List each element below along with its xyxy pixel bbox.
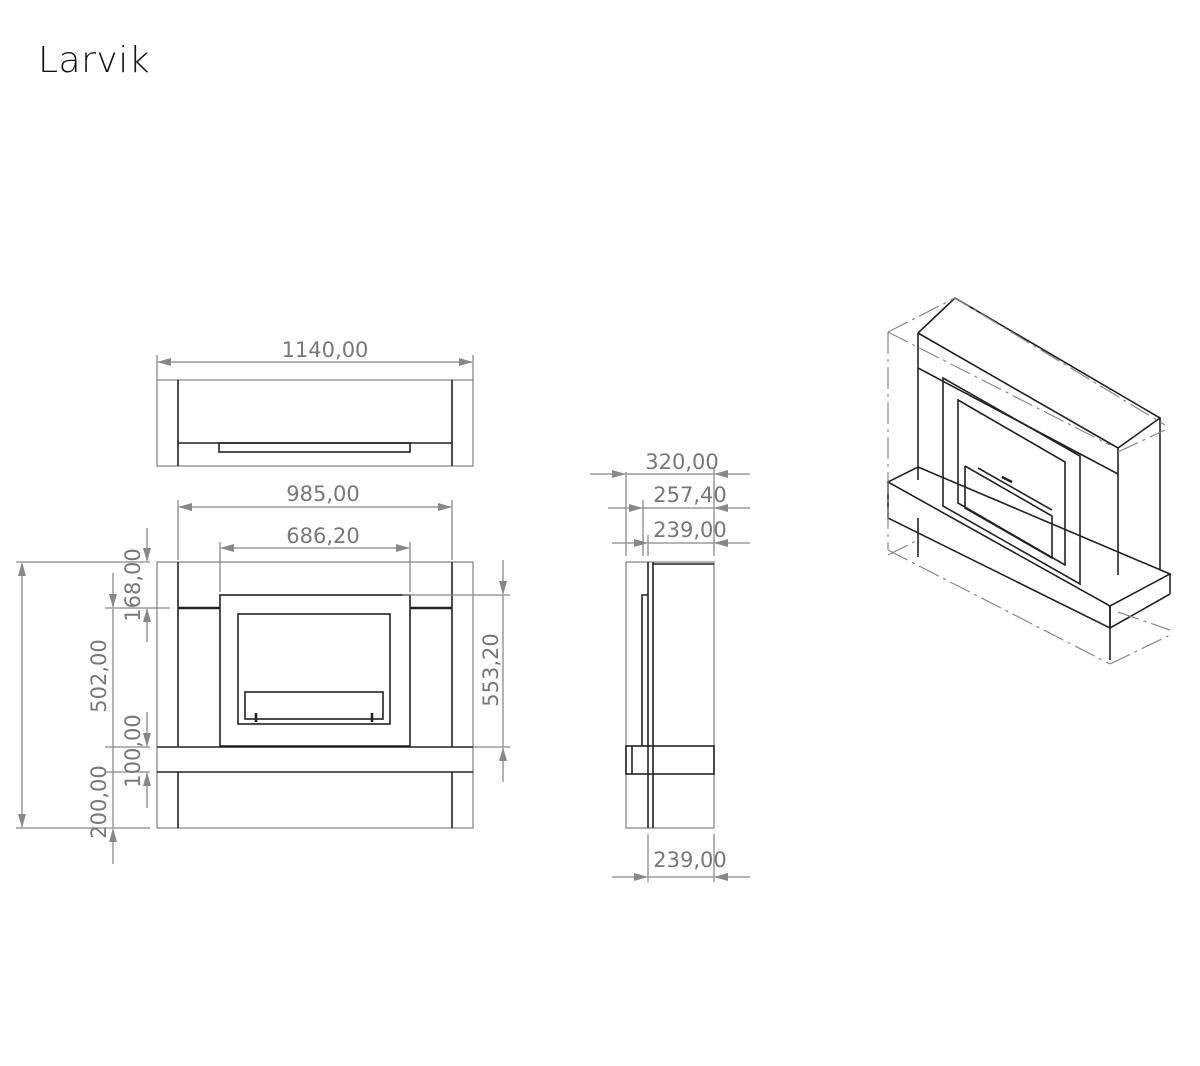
dim-insert-width: 686,20 bbox=[286, 524, 359, 548]
side-view: 320,00 257,40 239,00 239,00 bbox=[590, 450, 750, 882]
dim-body-height: 502,00 bbox=[87, 639, 111, 712]
dim-top-width: 1140,00 bbox=[282, 338, 369, 362]
dim-base-height: 200,00 bbox=[87, 765, 111, 838]
dim-side-body: 239,00 bbox=[653, 518, 726, 542]
dim-insert-height: 553,20 bbox=[479, 633, 503, 706]
isometric-view bbox=[886, 297, 1172, 665]
top-view: 1140,00 bbox=[156, 338, 474, 467]
dim-side-total: 320,00 bbox=[645, 450, 718, 474]
dim-side-insert: 257,40 bbox=[653, 483, 726, 507]
dim-shelf-height: 100,00 bbox=[121, 714, 145, 787]
front-view: 985,00 686,20 168,00 502,00 100,00 200,0… bbox=[16, 482, 510, 864]
drawing-title: Larvik bbox=[38, 40, 151, 81]
dim-front-width: 985,00 bbox=[286, 482, 359, 506]
dim-side-base: 239,00 bbox=[653, 848, 726, 872]
dim-top-band: 168,00 bbox=[121, 548, 145, 621]
